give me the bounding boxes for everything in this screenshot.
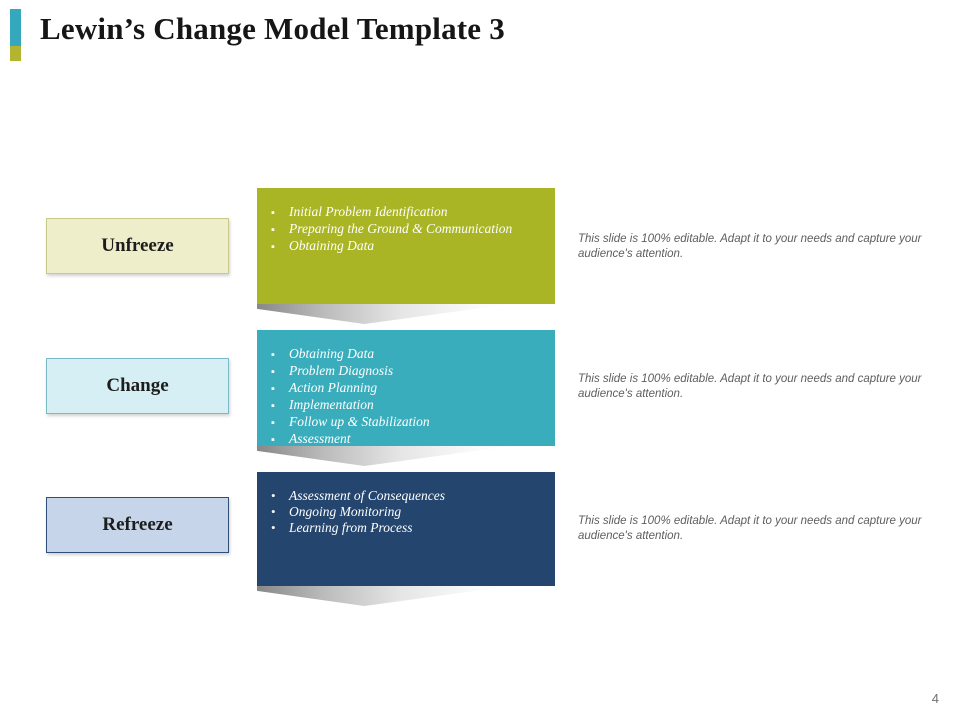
bullet-square-icon: ▪ — [271, 434, 275, 446]
stage-label-refreeze-text: Refreeze — [102, 514, 173, 535]
bullet-dot-icon: • — [271, 504, 276, 519]
bullet-square-icon: ▪ — [271, 224, 275, 236]
stage-panel-wrap-refreeze: • Assessment of Consequences • Ongoing M… — [257, 472, 555, 606]
bullet-list-unfreeze: ▪ Initial Problem Identification ▪ Prepa… — [271, 204, 545, 255]
stage-label-refreeze[interactable]: Refreeze — [46, 497, 229, 553]
bullet-text: Obtaining Data — [289, 346, 375, 361]
slide-header: Lewin’s Change Model Template 3 — [0, 0, 960, 80]
stage-label-change-text: Change — [106, 375, 169, 396]
bullet-square-icon: ▪ — [271, 349, 275, 361]
list-item: ▪ Action Planning — [271, 380, 545, 397]
page-number: 4 — [931, 691, 939, 706]
stage-panel-wrap-change: ▪ Obtaining Data ▪ Problem Diagnosis ▪ A… — [257, 330, 555, 466]
side-note-refreeze: This slide is 100% editable. Adapt it to… — [578, 515, 922, 542]
bullet-list-refreeze: • Assessment of Consequences • Ongoing M… — [271, 488, 545, 536]
stage-panel-unfreeze: ▪ Initial Problem Identification ▪ Prepa… — [257, 188, 555, 304]
list-item: ▪ Initial Problem Identification — [271, 204, 545, 221]
list-item: ▪ Follow up & Stabilization — [271, 414, 545, 431]
stage-panel-refreeze: • Assessment of Consequences • Ongoing M… — [257, 472, 555, 586]
bullet-text: Preparing the Ground & Communication — [289, 221, 513, 236]
stage-row-refreeze: Refreeze • Assessment of Consequences • … — [0, 472, 960, 606]
bullet-square-icon: ▪ — [271, 417, 275, 429]
list-item: ▪ Problem Diagnosis — [271, 363, 545, 380]
list-item: ▪ Assessment — [271, 431, 545, 448]
bullet-square-icon: ▪ — [271, 207, 275, 219]
accent-bar-teal — [10, 9, 21, 46]
bullet-square-icon: ▪ — [271, 366, 275, 378]
bullet-text: Initial Problem Identification — [289, 204, 448, 219]
list-item: ▪ Obtaining Data — [271, 346, 545, 363]
stage-label-unfreeze[interactable]: Unfreeze — [46, 218, 229, 274]
bullet-text: Ongoing Monitoring — [289, 504, 402, 519]
bullet-square-icon: ▪ — [271, 383, 275, 395]
bullet-text: Obtaining Data — [289, 238, 375, 253]
stage-label-unfreeze-text: Unfreeze — [101, 235, 174, 256]
bullet-text: Assessment — [289, 431, 351, 446]
stage-label-change[interactable]: Change — [46, 358, 229, 414]
stage-panel-wrap-unfreeze: ▪ Initial Problem Identification ▪ Prepa… — [257, 188, 555, 324]
bullet-square-icon: ▪ — [271, 400, 275, 412]
stage-row-unfreeze: Unfreeze ▪ Initial Problem Identificatio… — [0, 188, 960, 324]
bullet-text: Learning from Process — [289, 520, 413, 535]
bullet-list-change: ▪ Obtaining Data ▪ Problem Diagnosis ▪ A… — [271, 346, 545, 448]
stage-panel-change: ▪ Obtaining Data ▪ Problem Diagnosis ▪ A… — [257, 330, 555, 446]
stage-row-change: Change ▪ Obtaining Data ▪ Problem Diagno… — [0, 330, 960, 466]
bullet-text: Assessment of Consequences — [289, 488, 445, 503]
list-item: • Assessment of Consequences — [271, 488, 545, 504]
bullet-text: Problem Diagnosis — [289, 363, 394, 378]
bullet-text: Action Planning — [289, 380, 378, 395]
side-note-unfreeze: This slide is 100% editable. Adapt it to… — [578, 233, 922, 260]
bullet-text: Implementation — [289, 397, 374, 412]
list-item: • Ongoing Monitoring — [271, 504, 545, 520]
page-title: Lewin’s Change Model Template 3 — [40, 11, 505, 46]
list-item: ▪ Preparing the Ground & Communication — [271, 221, 545, 238]
list-item: • Learning from Process — [271, 520, 545, 536]
list-item: ▪ Obtaining Data — [271, 238, 545, 255]
bullet-dot-icon: • — [271, 520, 276, 535]
bullet-square-icon: ▪ — [271, 241, 275, 253]
accent-bar-olive — [10, 46, 21, 61]
list-item: ▪ Implementation — [271, 397, 545, 414]
bullet-dot-icon: • — [271, 488, 276, 503]
side-note-change: This slide is 100% editable. Adapt it to… — [578, 373, 922, 400]
bullet-text: Follow up & Stabilization — [289, 414, 430, 429]
